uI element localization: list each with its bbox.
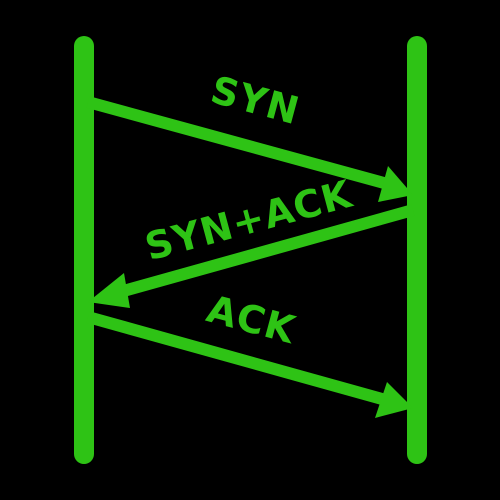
syn-ack-arrow-head	[88, 273, 130, 308]
syn-ack-arrow-shaft	[118, 204, 415, 298]
syn-arrow-head	[378, 166, 413, 202]
syn-message: SYN	[86, 68, 413, 202]
ack-arrow-head	[375, 382, 413, 418]
syn-arrow-shaft	[86, 96, 386, 189]
ack-arrow-shaft	[86, 311, 384, 405]
